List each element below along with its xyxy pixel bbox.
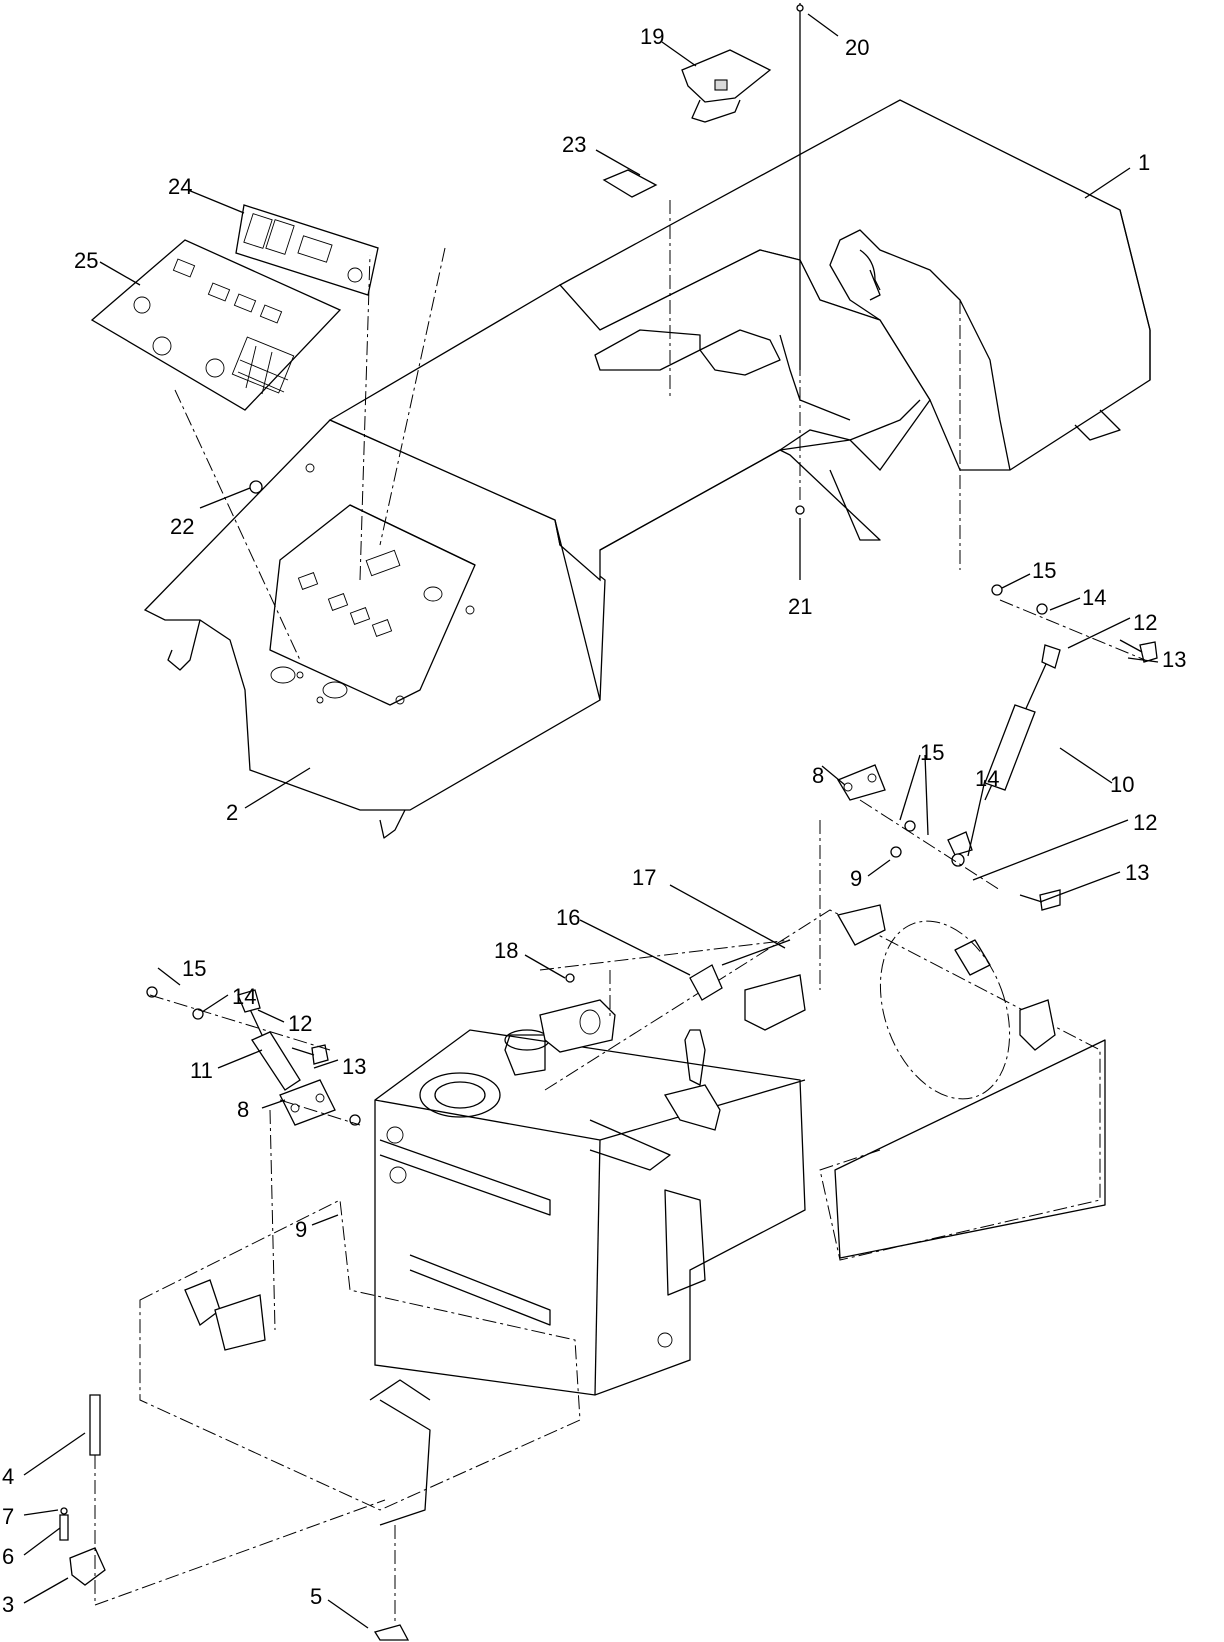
callout-21: 21 — [788, 594, 812, 619]
callout-16: 16 — [556, 905, 580, 930]
callout-14a: 14 — [1082, 585, 1106, 610]
dash-panel-housing — [143, 249, 931, 839]
callout-11: 11 — [190, 1058, 213, 1083]
gas-strut-10 — [947, 644, 1061, 856]
callout-15a: 15 — [1032, 558, 1056, 583]
seat-platform — [139, 1199, 581, 1526]
tank-frame — [374, 1029, 806, 1396]
callout-13c: 13 — [342, 1054, 366, 1079]
callout-13a: 13 — [1162, 647, 1186, 672]
callouts: 1 2 3 4 5 6 7 8 8 9 9 10 11 12 12 12 13 … — [2, 24, 1186, 1617]
decal-panel — [90, 239, 342, 411]
callout-12a: 12 — [1133, 610, 1157, 635]
right-frame — [544, 904, 1106, 1261]
callout-8a: 8 — [812, 763, 824, 788]
callout-25: 25 — [74, 248, 98, 273]
callout-20: 20 — [845, 35, 869, 60]
valve-assembly — [539, 999, 721, 1131]
callout-5: 5 — [310, 1584, 322, 1609]
latch-bracket — [681, 49, 772, 123]
callout-15b: 15 — [920, 740, 944, 765]
callout-1: 1 — [1138, 150, 1150, 175]
callout-4: 4 — [2, 1464, 14, 1489]
leader-lines — [23, 13, 1159, 1629]
callout-24: 24 — [168, 174, 192, 199]
assembly-lines — [94, 12, 1146, 1625]
warning-decal — [602, 169, 658, 198]
callout-17: 17 — [632, 865, 656, 890]
gas-strut-11 — [237, 989, 301, 1091]
callout-2: 2 — [226, 800, 238, 825]
callout-19: 19 — [640, 24, 664, 49]
mount-bracket-upper — [837, 764, 886, 801]
callout-9b: 9 — [295, 1217, 307, 1242]
callout-12b: 12 — [1133, 810, 1157, 835]
switch-plate — [235, 204, 379, 296]
callout-3: 3 — [2, 1592, 14, 1617]
indicator-grid — [231, 336, 295, 395]
callout-15c: 15 — [182, 956, 206, 981]
small-hardware — [59, 3, 1158, 1641]
callout-14b: 14 — [975, 766, 999, 791]
callout-9a: 9 — [850, 866, 862, 891]
callout-12c: 12 — [288, 1011, 312, 1036]
callout-23: 23 — [562, 132, 586, 157]
callout-8b: 8 — [237, 1097, 249, 1122]
mount-bracket-lower — [279, 1079, 336, 1126]
callout-13b: 13 — [1125, 860, 1149, 885]
callout-18: 18 — [494, 938, 518, 963]
callout-22: 22 — [170, 514, 194, 539]
callout-7: 7 — [2, 1504, 14, 1529]
callout-14c: 14 — [232, 984, 256, 1009]
callout-6: 6 — [2, 1544, 14, 1569]
callout-10: 10 — [1110, 772, 1134, 797]
